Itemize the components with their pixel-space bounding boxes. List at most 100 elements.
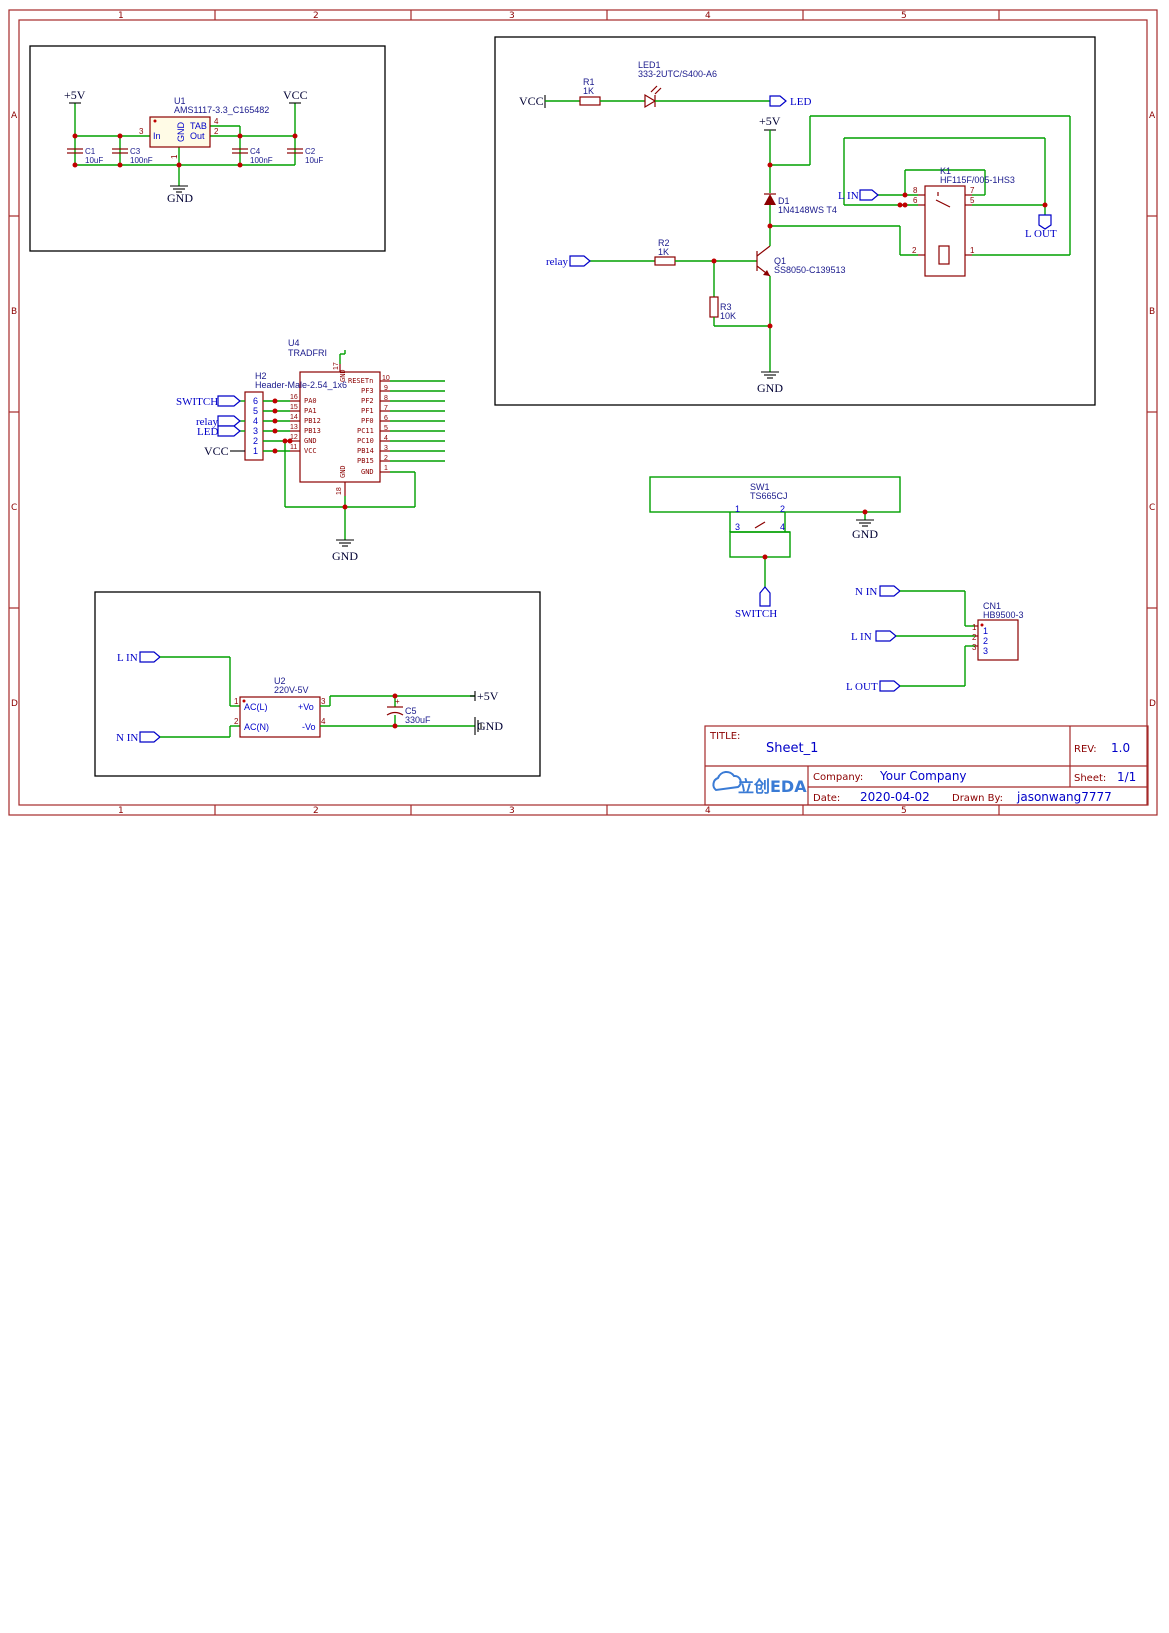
u1-pin-out: Out (190, 131, 205, 141)
cn1-lout-flag (879, 680, 901, 692)
sheet-title: Sheet_1 (766, 741, 818, 756)
row-a-right: A (1149, 111, 1156, 121)
logo: 立创EDA (712, 771, 807, 796)
regulator-box (29, 45, 386, 252)
u4-pin-2: 2 (384, 455, 388, 462)
cn1-ref: CN1 (983, 601, 1001, 611)
k1-lout-flag (1038, 214, 1052, 230)
col-3-bottom: 3 (509, 806, 515, 816)
u4-pin-8: 8 (384, 395, 388, 402)
u1-ref: U1 (174, 96, 186, 106)
frame-labels: 1 2 3 4 5 1 2 3 4 5 A B C D A B C D (11, 11, 1156, 816)
sw1-switch-label: SWITCH (735, 608, 777, 620)
led1-ref: LED1 (638, 60, 661, 70)
k1-pin7: 7 (970, 186, 975, 195)
k1-pin5: 5 (970, 196, 975, 205)
col-5-top: 5 (901, 11, 907, 21)
h2-pin3: 3 (253, 426, 258, 436)
u4-pin-13: 13 (290, 424, 298, 431)
u1-pin-tab: TAB (190, 121, 207, 131)
u1-pin-gnd: GND (176, 122, 186, 143)
u2-pin3: 3 (321, 697, 326, 706)
rd-vcc-label: VCC (519, 94, 544, 108)
c1-val: 10uF (85, 156, 103, 165)
title-label: TITLE: (709, 731, 740, 742)
d1-body (764, 194, 776, 205)
sw1-net-box (649, 476, 901, 513)
u1-pin2: 2 (214, 127, 219, 136)
led-net-label: LED (790, 96, 811, 108)
power-section (94, 591, 541, 777)
k1-lout-label: L OUT (1025, 228, 1057, 240)
row-d-left: D (11, 699, 18, 709)
led-net-flag (769, 95, 787, 107)
u4-pin-pf3: PF3 (361, 387, 374, 395)
regulator-labels: +5V VCC GND U1 AMS1117-3.3_C165482 In TA… (64, 88, 323, 205)
k1-part: HF115F/005-1HS3 (940, 175, 1015, 185)
u4-pin-11: 11 (290, 444, 297, 451)
u4-pin-gnd-top: GND (339, 369, 347, 382)
c2-ref: C2 (305, 147, 316, 156)
sw1-pin1: 1 (735, 504, 740, 514)
u1-pin1: 1 (170, 154, 179, 159)
module-gnd-label: GND (332, 549, 358, 563)
u1-part: AMS1117-3.3_C165482 (174, 105, 269, 115)
cn1-lin-flag (875, 630, 897, 642)
h2-pin5: 5 (253, 406, 258, 416)
u4-pin-pf1: PF1 (361, 407, 374, 415)
u4-pin-pb15: PB15 (357, 457, 374, 465)
u2-pin2: 2 (234, 717, 239, 726)
k1-body (924, 185, 966, 277)
power-labels: L IN N IN U2 220V-5V AC(L) AC(N) +Vo -Vo… (116, 652, 503, 744)
h2-relay-flag (217, 415, 241, 427)
company-label: Company: (813, 772, 863, 783)
sw1-ref: SW1 (750, 482, 770, 492)
u4-pin-pb12: PB12 (304, 417, 321, 425)
rd-gnd-label: GND (757, 381, 783, 395)
module-labels: U4 TRADFRI H2 Header-Male-2.54_1x6 SWITC… (176, 338, 390, 563)
u4-pin-7: 7 (384, 405, 388, 412)
u4-pin-14: 14 (290, 414, 298, 421)
r2-body (654, 256, 676, 266)
relay-driver-box (494, 36, 1096, 406)
cn1-pin1: 1 (983, 626, 988, 636)
col-4-bottom: 4 (705, 806, 711, 816)
u4-pin-18: 18 (336, 487, 343, 495)
u4-pin-gnd: GND (304, 437, 317, 445)
k1-lin-label: L IN (838, 190, 859, 202)
u1-pin3: 3 (139, 127, 144, 136)
u4-pin-pa0: PA0 (304, 397, 317, 405)
sheet-label: Sheet: (1074, 773, 1106, 784)
drawn-label: Drawn By: (952, 793, 1003, 804)
cn1-pin3-num: 3 (972, 643, 977, 652)
connector-section (875, 585, 1019, 692)
cn1-pin1-num: 1 (972, 623, 977, 632)
h2-body (244, 391, 264, 461)
u2-pin-acn: AC(N) (244, 722, 269, 732)
sw1-pin4: 4 (780, 522, 785, 532)
c3-ref: C3 (130, 147, 141, 156)
sw1-gnd-label: GND (852, 527, 878, 541)
u4-pin-pc11: PC11 (357, 427, 374, 435)
u4-pin-9: 9 (384, 385, 388, 392)
k1-pin2: 2 (912, 246, 917, 255)
u4-pin-vcc: VCC (304, 447, 317, 455)
c1-ref: C1 (85, 147, 96, 156)
col-1-top: 1 (118, 11, 124, 21)
h2-pin1: 1 (253, 446, 258, 456)
h2-relay-label: relay (196, 416, 218, 428)
u4-pin-1: 1 (384, 465, 388, 472)
c5-plus: + (395, 697, 400, 706)
c5-val: 330uF (405, 715, 431, 725)
h2-led-label: LED (197, 426, 218, 438)
pwr-5v-label: +5V (477, 689, 499, 703)
col-1-bottom: 1 (118, 806, 124, 816)
cn1-part: HB9500-3 (983, 610, 1024, 620)
pwr-gnd-label: GND (477, 719, 503, 733)
regulator-section (29, 45, 386, 252)
u4-pin-6: 6 (384, 415, 388, 422)
q1-part: SS8050-C139513 (774, 265, 846, 275)
r3-val: 10K (720, 311, 736, 321)
u4-part: TRADFRI (288, 348, 327, 358)
cn1-pin2: 2 (983, 636, 988, 646)
